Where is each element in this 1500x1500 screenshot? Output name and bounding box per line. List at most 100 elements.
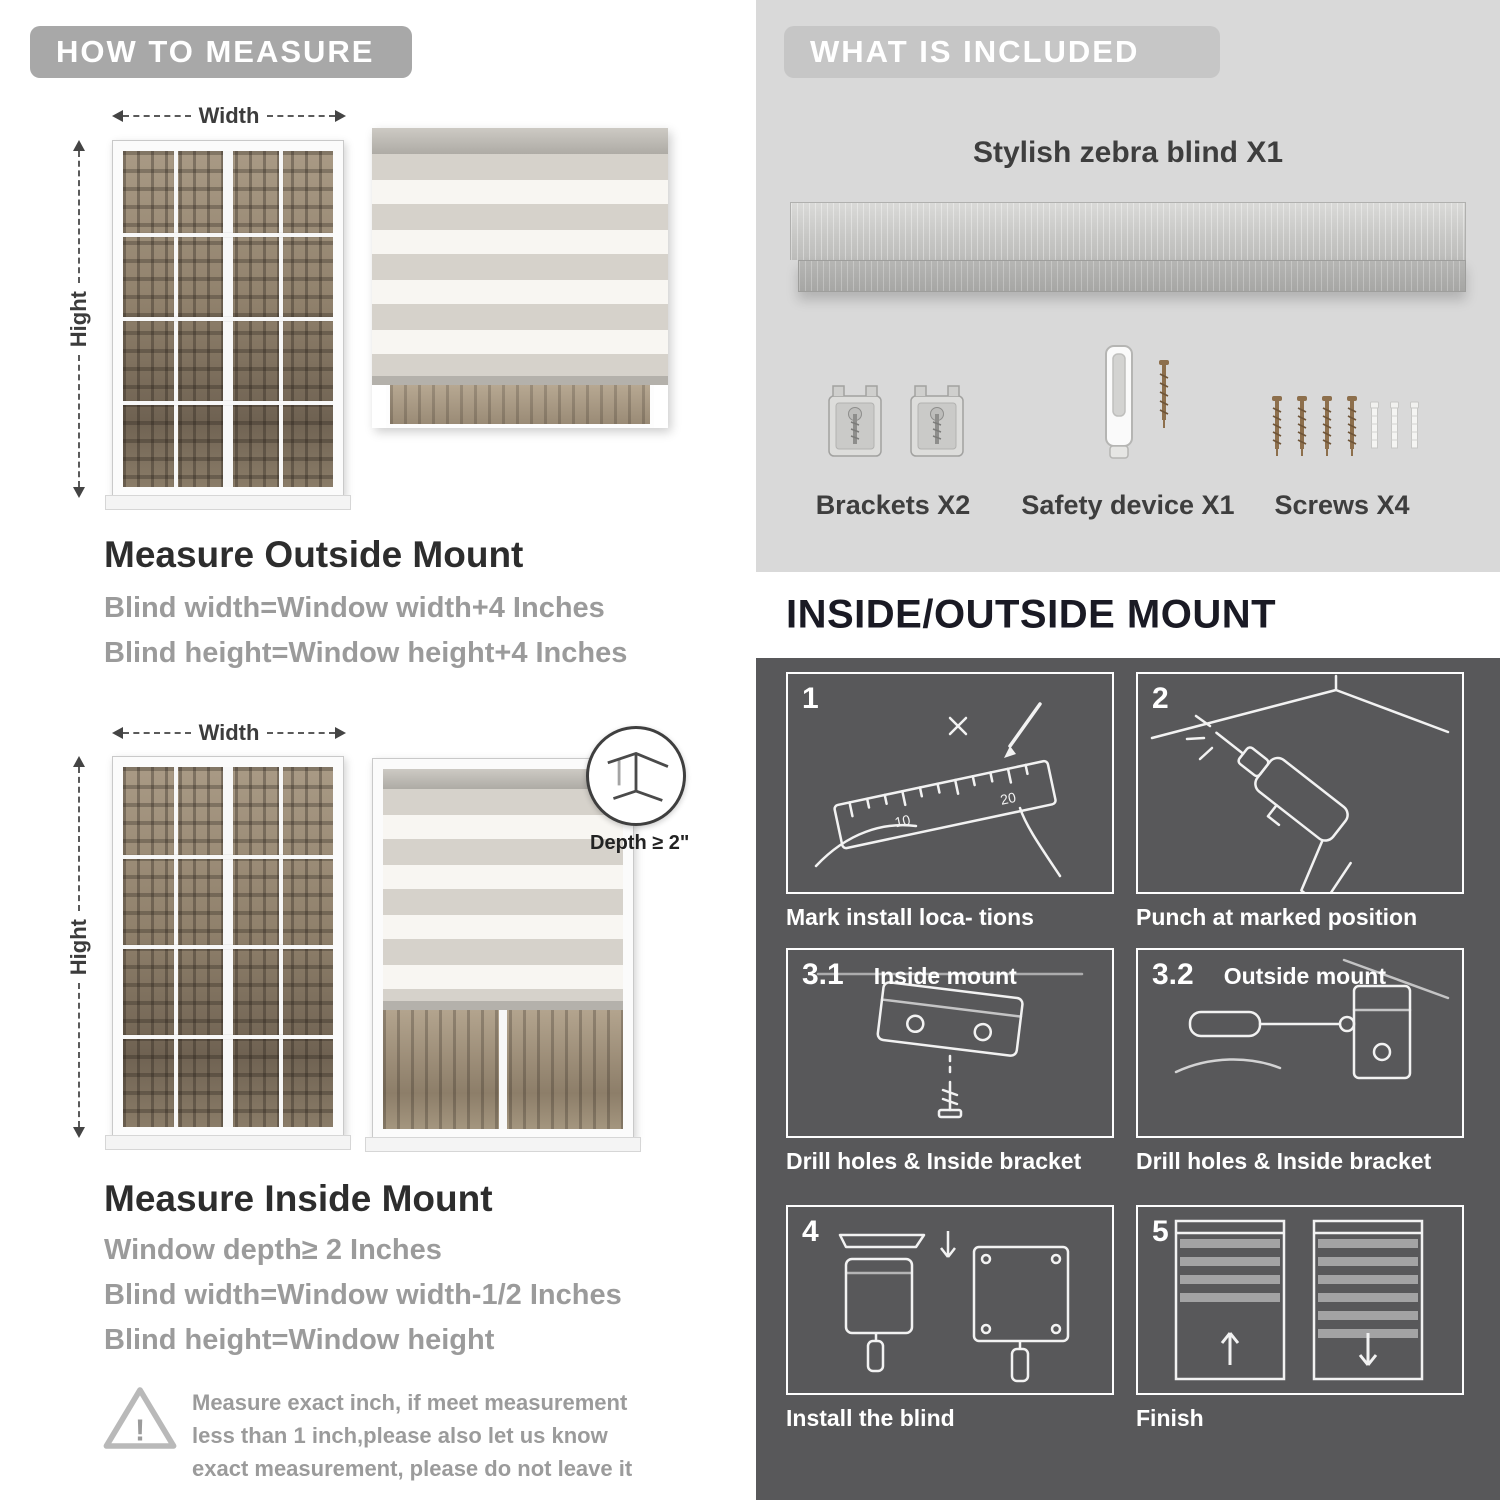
depth-callout-circle xyxy=(586,726,686,826)
step-number: 2 xyxy=(1152,682,1169,715)
exclamation-glyph: ! xyxy=(135,1413,145,1447)
step-panel-4: 4 xyxy=(786,1205,1114,1395)
height-label: Hight xyxy=(66,918,91,976)
blind-stripes xyxy=(383,789,623,1001)
arrow-down-icon xyxy=(73,1127,85,1139)
window-sliver xyxy=(386,385,654,428)
wall-anchor-icon xyxy=(1410,401,1419,449)
screws-illustration xyxy=(1268,394,1421,458)
screw-icon xyxy=(1347,396,1357,456)
screw-icon xyxy=(1272,396,1282,456)
arrow-left-icon xyxy=(112,110,123,122)
outside-mount-line-1: Blind width=Window width+4 Inches xyxy=(104,592,605,624)
step-cell-1: 1 10 20 xyxy=(786,672,1114,931)
screw-icon xyxy=(1297,396,1307,456)
inside-mount-line-1: Window depth≥ 2 Inches xyxy=(104,1234,442,1266)
how-to-measure-header: HOW TO MEASURE xyxy=(30,26,412,78)
outside-mount-line-2: Blind height=Window height+4 Inches xyxy=(104,637,628,669)
step-panel-3-1: 3.1 Inside mount xyxy=(786,948,1114,1138)
wall-anchor-icon xyxy=(1390,401,1399,449)
step-sublabel: Outside mount xyxy=(1223,963,1386,989)
arrow-up-icon xyxy=(73,756,85,767)
blind-bottom-bar xyxy=(372,376,668,385)
blind-item-label: Stylish zebra blind X1 xyxy=(972,136,1284,169)
window-corner-detail-icon xyxy=(607,752,669,802)
bracket-icon xyxy=(828,385,882,457)
warning-text: Measure exact inch, if meet measurement … xyxy=(192,1390,633,1481)
mount-guide-section: 1 10 20 xyxy=(756,658,1500,1500)
svg-text:10: 10 xyxy=(893,811,912,830)
zebra-blind-illustration xyxy=(372,128,668,428)
finish-art xyxy=(1174,1219,1424,1381)
outside-mount-title: Measure Outside Mount xyxy=(104,534,524,575)
arrow-right-icon xyxy=(335,110,347,122)
width-label: Width xyxy=(198,720,260,745)
inside-mount-title: Measure Inside Mount xyxy=(104,1178,493,1219)
step-caption: Drill holes & Inside bracket xyxy=(1136,1148,1432,1174)
step-cell-3-1: 3.1 Inside mount xyxy=(786,948,1114,1175)
screw-icon xyxy=(1159,360,1169,428)
arrow-left-icon xyxy=(112,727,123,739)
width-arrow-outside: Width xyxy=(112,103,347,129)
screw-icon xyxy=(1322,396,1332,456)
step-caption: Finish xyxy=(1136,1405,1204,1431)
wall-anchor-icon xyxy=(1370,401,1379,449)
step-panel-1: 1 10 20 xyxy=(786,672,1114,894)
svg-text:20: 20 xyxy=(999,789,1018,808)
blind-stripes xyxy=(372,154,668,376)
width-label: Width xyxy=(198,103,260,128)
window-illustration-inside xyxy=(105,756,351,1150)
what-is-included-header: WHAT IS INCLUDED xyxy=(784,26,1220,78)
brackets-label: Brackets X2 xyxy=(815,490,971,520)
height-arrow-outside: Hight xyxy=(66,140,92,499)
step-cell-2: 2 xyxy=(1136,672,1464,931)
step-number: 3.2 xyxy=(1152,958,1194,991)
bracket-icon xyxy=(910,385,964,457)
safety-device-illustration xyxy=(1094,342,1174,468)
step-caption: Install the blind xyxy=(786,1405,955,1431)
outside-bracket-art xyxy=(1174,958,1450,1080)
what-is-included-section: WHAT IS INCLUDED Stylish zebra blind X1 xyxy=(756,0,1500,572)
inside-bracket-art xyxy=(816,972,1084,1119)
step-caption: Mark install loca- tions xyxy=(786,904,1034,930)
window-with-blind-illustration xyxy=(365,758,641,1152)
screws-label: Screws X4 xyxy=(1274,490,1410,520)
step-number: 3.1 xyxy=(802,958,844,991)
safety-device-icon xyxy=(1105,345,1133,459)
brackets-illustration xyxy=(822,376,970,464)
step-panel-5: 5 xyxy=(1136,1205,1464,1395)
mount-section-title: INSIDE/OUTSIDE MOUNT xyxy=(786,592,1277,637)
mount-title-strip: INSIDE/OUTSIDE MOUNT xyxy=(756,572,1500,658)
step-number: 5 xyxy=(1152,1215,1169,1248)
blind-bottom-bar xyxy=(383,1001,623,1010)
height-label: Hight xyxy=(66,290,91,348)
step-panel-3-2: 3.2 Outside mount xyxy=(1136,948,1464,1138)
arrow-down-icon xyxy=(73,487,85,499)
blind-headrail xyxy=(372,128,668,154)
width-arrow-inside: Width xyxy=(112,720,347,746)
step-panel-2: 2 xyxy=(1136,672,1464,894)
warning-icon: ! xyxy=(100,1382,180,1459)
step-number: 4 xyxy=(802,1215,819,1248)
step-caption: Punch at marked position xyxy=(1136,904,1418,930)
how-to-measure-section: HOW TO MEASURE Width Hight xyxy=(0,0,740,1500)
step-caption: Drill holes & Inside bracket xyxy=(786,1148,1082,1174)
step-cell-3-2: 3.2 Outside mount Drill xyxy=(1136,948,1464,1175)
arrow-right-icon xyxy=(335,727,347,739)
lower-window-glass xyxy=(383,1010,623,1129)
step-number: 1 xyxy=(802,682,819,715)
blind-headrail xyxy=(383,769,623,789)
height-arrow-inside: Hight xyxy=(66,756,92,1139)
step-sublabel: Inside mount xyxy=(873,963,1017,989)
inside-mount-line-3: Blind height=Window height xyxy=(104,1324,495,1356)
depth-callout-label: Depth ≥ 2" xyxy=(590,832,690,854)
zebra-blind-rail-illustration xyxy=(790,202,1466,292)
safety-device-label: Safety device X1 xyxy=(1021,490,1235,520)
inside-mount-line-2: Blind width=Window width-1/2 Inches xyxy=(104,1279,622,1311)
drill-art xyxy=(1150,674,1450,892)
step-cell-5: 5 xyxy=(1136,1205,1464,1432)
mark-locations-art: 10 20 xyxy=(814,702,1062,878)
window-illustration-outside xyxy=(105,140,351,510)
install-blind-art xyxy=(838,1231,1070,1383)
